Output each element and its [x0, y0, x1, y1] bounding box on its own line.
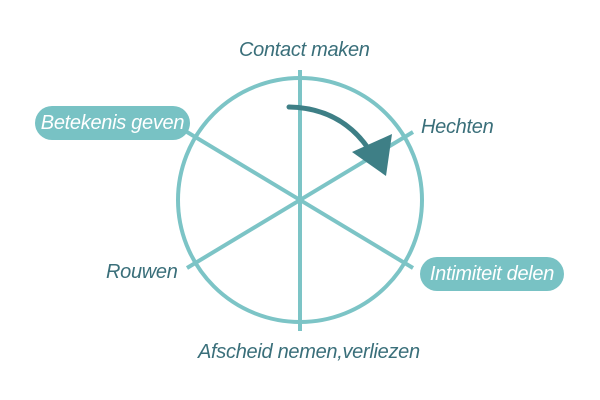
stage-label-afscheid-nemen: Afscheid nemen,verliezen [198, 341, 420, 363]
stage-label-contact-maken: Contact maken [239, 39, 370, 61]
stage-label-hechten: Hechten [421, 116, 494, 138]
direction-arrow-head [352, 134, 392, 176]
stage-pill-intimiteit-delen: Intimiteit delen [420, 257, 564, 291]
direction-arrow-shaft [286, 104, 371, 151]
stage-label-rouwen: Rouwen [106, 261, 178, 283]
spoke-upper-left [185, 130, 415, 270]
stage-pill-betekenis-geven: Betekenis geven [35, 106, 190, 140]
